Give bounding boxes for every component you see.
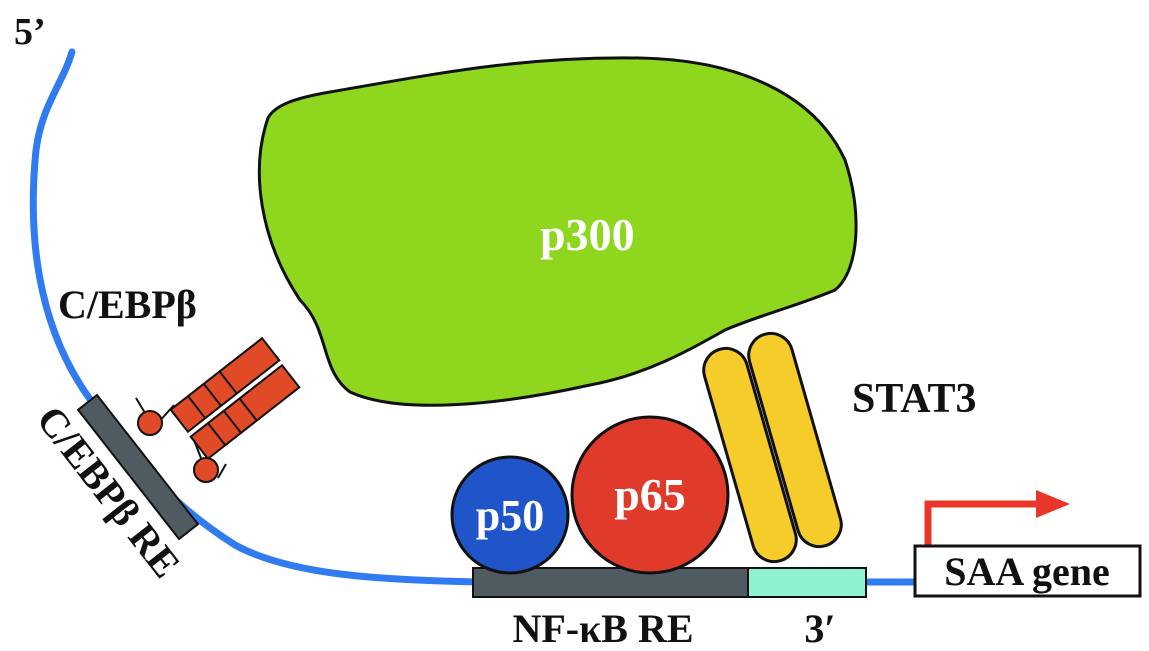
saa-gene-box bbox=[913, 544, 1142, 598]
five-prime-label: 5’ bbox=[14, 11, 46, 53]
saa-gene-label: SAA gene bbox=[944, 549, 1110, 594]
three-prime-label: 3′ bbox=[804, 606, 835, 651]
bent-arrow-icon bbox=[924, 490, 1070, 545]
p65-label: p65 bbox=[614, 469, 686, 520]
nfkb-re-label: NF-κB RE bbox=[512, 606, 693, 651]
cebp-re-box bbox=[76, 393, 200, 541]
stat3-label: STAT3 bbox=[852, 376, 976, 422]
p50-circle bbox=[450, 455, 570, 575]
p50-label: p50 bbox=[476, 491, 544, 540]
stat3-dimer bbox=[702, 331, 843, 564]
stat3-binding-segment bbox=[747, 567, 867, 598]
p300-label: p300 bbox=[540, 209, 635, 260]
cebp-dimer bbox=[135, 336, 301, 483]
cebp-label: C/EBPβ bbox=[58, 282, 197, 327]
p300-blob bbox=[257, 56, 858, 407]
p65-circle bbox=[570, 415, 730, 575]
